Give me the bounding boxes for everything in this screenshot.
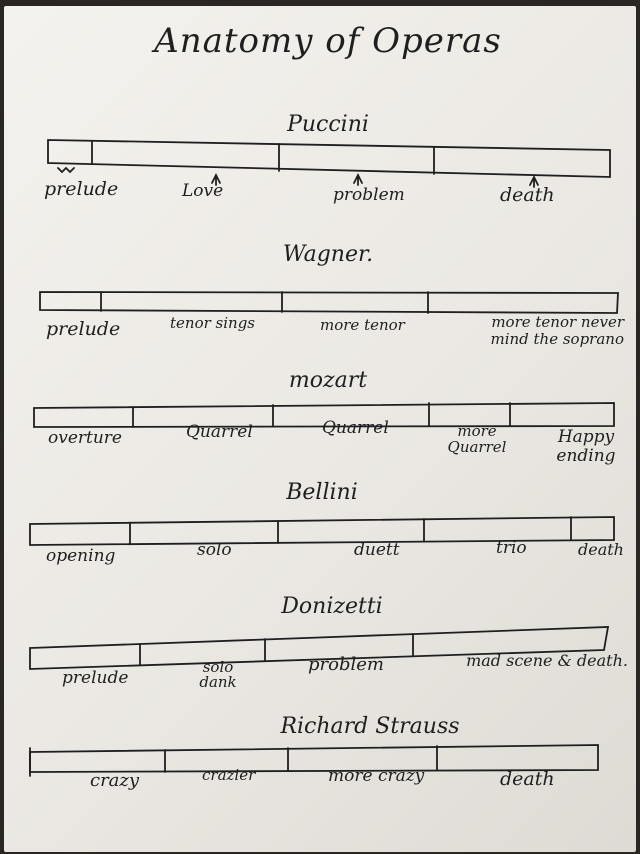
section-label: prelude	[44, 178, 119, 200]
section-label: prelude	[46, 318, 121, 340]
section-label: solo dank	[199, 658, 237, 691]
bellini-timeline	[29, 516, 615, 546]
section-label: Love	[182, 181, 224, 201]
section-label: solo	[197, 540, 232, 560]
wagner-timeline	[39, 291, 619, 314]
donizetti-timeline	[29, 626, 610, 670]
section-label: more crazy	[328, 766, 425, 786]
section-label: overture	[48, 428, 122, 448]
section-label: prelude	[62, 668, 129, 688]
section-label: problem	[333, 185, 405, 205]
composer-name-mozart: mozart	[288, 368, 368, 393]
composer-name-richard-strauss: Richard Strauss	[280, 714, 460, 739]
section-label: more tenor	[320, 316, 405, 334]
section-label: more tenor never mind the soprano	[490, 313, 624, 349]
paper-sheet	[4, 6, 636, 852]
section-label: crazy	[90, 770, 140, 791]
section-label: Quarrel	[322, 418, 389, 438]
section-label: more Quarrel	[447, 422, 507, 456]
section-label: crazier	[202, 766, 256, 784]
puccini-timeline	[47, 139, 611, 188]
section-label: death	[500, 768, 555, 790]
section-label: tenor sings	[170, 314, 255, 332]
section-label: death	[578, 540, 624, 559]
section-label: mad scene & death.	[466, 651, 628, 670]
strauss-timeline	[29, 744, 599, 777]
section-label: Happy ending	[556, 427, 616, 466]
page-title: Anatomy of Operas	[154, 21, 502, 61]
composer-name-bellini: Bellini	[286, 480, 358, 505]
mozart-timeline	[33, 402, 615, 428]
section-label: death	[500, 184, 555, 206]
section-label: problem	[308, 654, 384, 675]
composer-name-puccini: Puccini	[287, 112, 369, 137]
section-label: opening	[46, 546, 116, 566]
section-label: trio	[496, 538, 527, 558]
composer-name-donizetti: Donizetti	[281, 594, 383, 619]
section-label: Quarrel	[186, 422, 253, 442]
section-label: duett	[354, 540, 400, 560]
composer-name-wagner: Wagner.	[282, 242, 374, 267]
